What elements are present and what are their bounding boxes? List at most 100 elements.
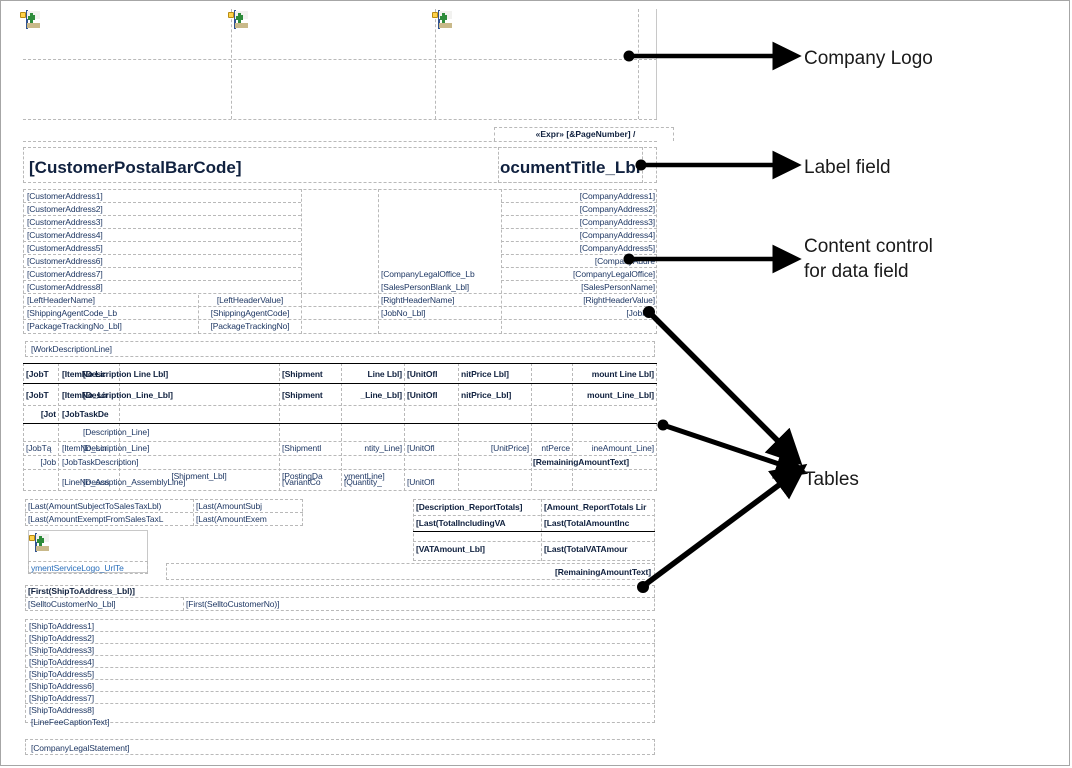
field-customer-address-1[interactable]: [CustomerAddress1] (27, 191, 103, 201)
label-amount-line[interactable]: mount_Line_Lbl] (587, 390, 654, 400)
field-discount-percent[interactable]: ntPerce (541, 443, 570, 453)
field-company-address-2[interactable]: [CompanyAddress2] (579, 204, 655, 214)
label-description-line[interactable]: [Description_Line_Lbl] (83, 390, 173, 400)
field-customer-address-5[interactable]: [CustomerAddress5] (27, 243, 103, 253)
field-posting-date[interactable]: [PostingDa (282, 471, 323, 481)
label-sellto-customer-no[interactable]: [SelltoCustomerNo_Lbl] (28, 599, 116, 609)
label-job-task[interactable]: [JobT (26, 390, 49, 400)
label-job-task-short[interactable]: [Jot (40, 409, 56, 419)
label-unit-of[interactable]: [UnitOfl (407, 390, 438, 400)
field-item-no-line[interactable]: [ItemNo_Lin (62, 443, 107, 453)
field-job-task-no[interactable]: [JobTą (26, 443, 52, 453)
customer-postal-barcode-field[interactable]: [CustomerPostalBarCode] (29, 158, 242, 177)
label-left-header-name[interactable]: [LeftHeaderName] (27, 295, 95, 305)
label-qty-line[interactable]: _Line_Lbl] (360, 390, 402, 400)
value-package-tracking-no[interactable]: [PackageTrackingNo] (210, 321, 290, 331)
label-right-header-name[interactable]: [RightHeaderName] (381, 295, 455, 305)
field-company-address-3[interactable]: [CompanyAddress3] (579, 217, 655, 227)
field-customer-address-2[interactable]: [CustomerAddress2] (27, 204, 103, 214)
payment-logo-icon-wrap[interactable] (29, 533, 49, 552)
page-number-cell[interactable] (494, 127, 674, 141)
label-item-no[interactable]: [ItemNo_Lir (62, 390, 109, 400)
label-total-including-vat[interactable]: [Last(TotalIncludingVA (416, 518, 506, 528)
field-work-description-line[interactable]: [WorkDescriptionLine] (31, 344, 112, 354)
company-logo-2[interactable] (228, 10, 248, 29)
field-customer-address-6[interactable]: [CustomerAddress6] (27, 256, 103, 266)
value-total-vat-amount[interactable]: [Last(TotalVATAmour (544, 544, 628, 554)
label-job-no[interactable]: [JobNo_Lbl] (381, 308, 426, 318)
value-right-header-value[interactable]: [RightHeaderValue] (583, 295, 655, 305)
value-left-header-value[interactable]: [LeftHeaderValue] (216, 295, 284, 305)
field-company-legal-office[interactable]: [CompanyLegalOffice] (573, 269, 655, 279)
field-shipto-address-2[interactable]: [ShipToAddress2] (29, 633, 95, 643)
field-customer-address-7[interactable]: [CustomerAddress7] (27, 269, 103, 279)
label-job-task-desc[interactable]: [JobTaskDe (62, 409, 109, 419)
label-shipment[interactable]: [Shipment (282, 390, 323, 400)
value-amount-subject-to-sales-tax[interactable]: [Last(AmountSubj (196, 501, 262, 511)
value-shipping-agent-code[interactable]: [ShippingAgentCode] (210, 308, 290, 318)
field-line-amount[interactable]: ineAmount_Line] (591, 443, 654, 453)
company-legal-statement-cell[interactable] (25, 739, 655, 755)
document-title-label[interactable]: ocumentTitle_Lbl (500, 158, 641, 177)
company-logo-3[interactable] (432, 10, 452, 29)
company-logo-1[interactable] (20, 10, 40, 29)
field-customer-address-3[interactable]: [CustomerAddress3] (27, 217, 103, 227)
col-header-shipment[interactable]: [Shipment (282, 369, 323, 379)
label-amount-exempt-from-sales-tax[interactable]: [Last(AmountExemptFromSalesTaxL (28, 514, 164, 524)
field-description-line-only[interactable]: [Description_Line] (83, 427, 150, 437)
label-unit-price[interactable]: nitPrice_Lbl] (461, 390, 512, 400)
value-job-no[interactable]: [JobNo] (626, 308, 655, 318)
field-unit-of-measure[interactable]: [UnitOfl (407, 443, 435, 453)
field-job-task-description[interactable]: [JobTaskDescription] (62, 457, 139, 467)
field-shipto-address-8[interactable]: [ShipToAddress8] (29, 705, 95, 715)
value-report-totals-amount[interactable]: [Amount_ReportTotals Lir (544, 502, 647, 512)
label-report-totals-description[interactable]: [Description_ReportTotals] (416, 502, 523, 512)
field-company-address-6[interactable]: [CompanyAddre (594, 256, 655, 266)
label-shipping-agent-code[interactable]: [ShippingAgentCode_Lb (27, 308, 118, 318)
field-job-short[interactable]: [Job (40, 457, 56, 467)
field-quantity-assembly[interactable]: [Quantity_ (344, 477, 382, 487)
field-company-legal-statement[interactable]: [CompanyLegalStatement] (31, 743, 130, 753)
label-company-legal-office[interactable]: [CompanyLegalOffice_Lb (381, 269, 475, 279)
value-first-sellto-customer-no[interactable]: [First(SelltoCustomerNo)] (186, 599, 280, 609)
field-sales-person-name[interactable]: [SalesPersonName] (581, 282, 655, 292)
field-shipto-address-7[interactable]: [ShipToAddress7] (29, 693, 95, 703)
field-remaining-amount-text-lines[interactable]: [RemainingAmountText] (533, 457, 629, 467)
field-variant-code[interactable]: [VariantCo (282, 477, 321, 487)
col-header-amount-line[interactable]: mount Line Lbl] (591, 369, 654, 379)
label-shipto-address-title[interactable]: [First(ShipToAddress_Lbl)] (28, 586, 135, 596)
field-quantity-line[interactable]: ntity_Line] (364, 443, 402, 453)
label-vat-amount[interactable]: [VATAmount_Lbl] (416, 544, 485, 554)
field-remaining-amount-text[interactable]: [RemainingAmountText] (555, 567, 651, 577)
field-shipment-date[interactable]: [Shipmentl (282, 443, 322, 453)
field-customer-address-8[interactable]: [CustomerAddress8] (27, 282, 103, 292)
field-shipto-address-6[interactable]: [ShipToAddress6] (29, 681, 95, 691)
field-company-address-1[interactable]: [CompanyAddress1] (579, 191, 655, 201)
field-shipto-address-3[interactable]: [ShipToAddress3] (29, 645, 95, 655)
col-header-job-task[interactable]: [JobT (26, 369, 49, 379)
field-unit-of-assembly[interactable]: [UnitOfl (407, 477, 435, 487)
col-header-qty-line[interactable]: Line Lbl] (367, 369, 402, 379)
field-shipto-address-4[interactable]: [ShipToAddress4] (29, 657, 95, 667)
field-description-line[interactable]: [Description_Line] (83, 443, 150, 453)
label-sales-person-blank[interactable]: [SalesPersonBlank_Lbl] (381, 282, 470, 292)
col-header-unit-price[interactable]: nitPrice Lbl] (461, 369, 509, 379)
payment-service-logo-block[interactable] (28, 530, 148, 573)
field-shipto-address-5[interactable]: [ShipToAddress5] (29, 669, 95, 679)
payment-service-logo-url-text[interactable]: ymentServiceLogo_UrlTe (31, 563, 124, 573)
field-shipment-line[interactable]: ymentLine] (344, 471, 385, 481)
value-total-amount-including-vat[interactable]: [Last(TotalAmountInc (544, 518, 630, 528)
field-customer-address-4[interactable]: [CustomerAddress4] (27, 230, 103, 240)
label-amount-subject-to-sales-tax[interactable]: [Last(AmountSubjectToSalesTaxLbl) (28, 501, 162, 511)
field-shipto-address-1[interactable]: [ShipToAddress1] (29, 621, 95, 631)
payment-service-url-cell[interactable] (28, 561, 148, 574)
field-line-no-assembly[interactable]: [LineNo_Ass (62, 477, 110, 487)
field-line-fee-caption-text[interactable]: [LineFeeCaptionText] (31, 717, 110, 727)
label-shipment-lbl[interactable]: [Shipment_Lbl] (171, 471, 227, 481)
field-company-address-4[interactable]: [CompanyAddress4] (579, 230, 655, 240)
field-description-assembly-line[interactable]: [Description_AssemblyLine] (83, 477, 186, 487)
value-amount-exempt-from-sales-tax[interactable]: [Last(AmountExem (196, 514, 267, 524)
col-header-item-no[interactable]: [ItemNo Lir (62, 369, 106, 379)
field-unit-price[interactable]: [UnitPrice] (490, 443, 529, 453)
label-package-tracking-no[interactable]: [PackageTrackingNo_Lbl] (27, 321, 122, 331)
